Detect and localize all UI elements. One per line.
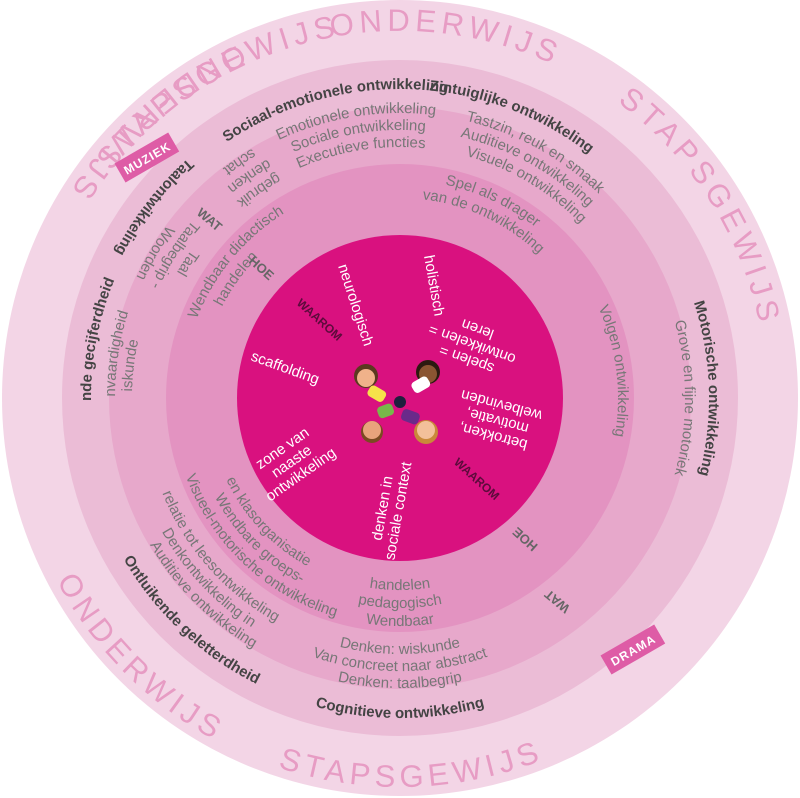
core-sociale-context: denken in sociale context: [369, 460, 416, 561]
ring3-pedagogisch-2: pedagogisch: [357, 591, 443, 612]
child-figure-2: [411, 360, 440, 393]
children-illustration: [354, 360, 440, 444]
child-figure-3: [361, 403, 395, 443]
ring3-pedagogisch-1: Wendbaar: [365, 611, 435, 630]
child-figure-4: [401, 409, 438, 444]
ring3-pedagogisch-3: handelen: [369, 575, 431, 594]
child-figure-1: [354, 364, 387, 402]
item-cognitief-1: Denken: taalbegrip: [337, 668, 464, 692]
